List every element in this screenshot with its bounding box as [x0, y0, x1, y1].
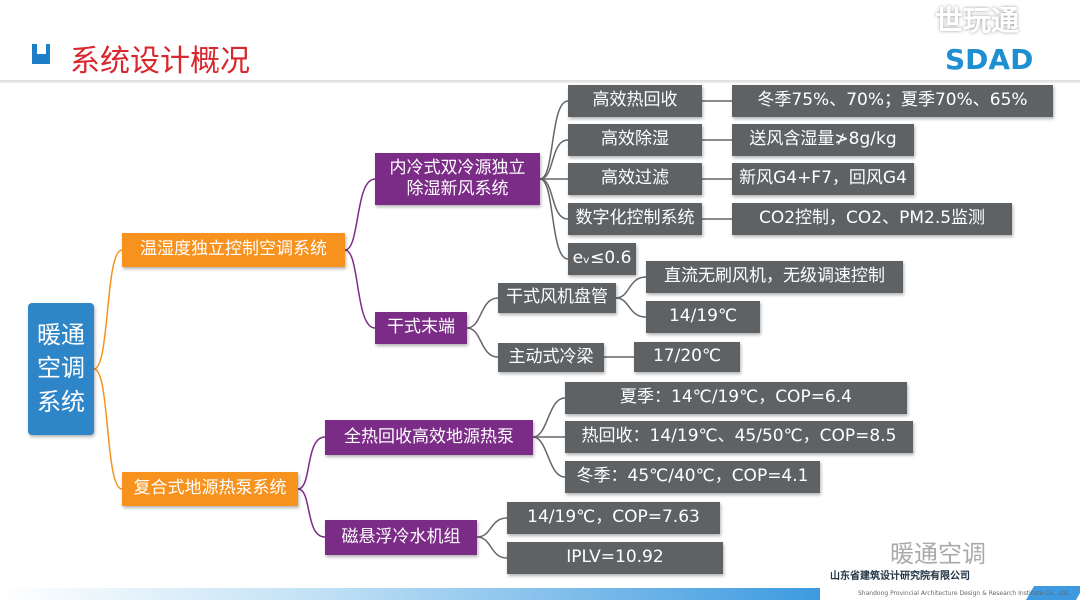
value-summer: 夏季：14℃/19℃，COP=6.4: [565, 382, 907, 414]
page-title: 系统设计概况: [70, 44, 250, 79]
value-beam-temp: 17/20℃: [634, 342, 740, 372]
value-iplv: IPLV=10.92: [507, 542, 723, 574]
node-maglev: 磁悬浮冷水机组: [325, 520, 477, 555]
node-dehumidify: 高效除湿: [568, 124, 702, 156]
value-winter: 冬季：45℃/40℃，COP=4.1: [565, 461, 820, 493]
value-maglev-cop: 14/19℃，COP=7.63: [507, 502, 720, 534]
value-fcu-temp: 14/19℃: [646, 301, 760, 333]
root-node: 暖通空调系统: [28, 303, 94, 435]
value-fcu-fan: 直流无刷风机，无级调速控制: [646, 261, 903, 293]
value-filter: 新风G4+F7，回风G4: [732, 163, 914, 195]
value-dehumidify: 送风含湿量≯8g/kg: [732, 124, 914, 156]
title-icon: [32, 44, 50, 64]
institute-name: 山东省建筑设计研究院有限公司: [830, 571, 970, 582]
node-filter: 高效过滤: [568, 163, 702, 195]
wechat-watermark: 暖通空调: [890, 540, 986, 568]
node-gshp: 复合式地源热泵系统: [122, 472, 298, 506]
node-thic: 温湿度独立控制空调系统: [122, 233, 345, 267]
node-digital-control: 数字化控制系统: [568, 203, 702, 235]
value-heat-recovery-mode: 热回收：14/19℃、45/50℃，COP=8.5: [565, 421, 913, 453]
node-ev: eᵥ≤0.6: [568, 243, 636, 275]
institute-name-en: Shandong Provincial Architecture Design …: [858, 590, 1070, 597]
node-chilled-beam: 主动式冷梁: [498, 343, 604, 372]
node-fcu: 干式风机盘管: [498, 283, 616, 313]
watermark: 世玩通: [935, 4, 1020, 37]
node-dry-end: 干式末端: [375, 312, 467, 344]
sdad-logo: SDAD: [945, 43, 1034, 76]
footer-band: [0, 588, 820, 600]
node-fresh-air: 内冷式双冷源独立除湿新风系统: [375, 153, 540, 205]
node-heat-recovery: 高效热回收: [568, 85, 702, 117]
value-digital-control: CO2控制，CO2、PM2.5监测: [732, 203, 1012, 235]
header-divider: [0, 80, 1080, 83]
node-heat-pump: 全热回收高效地源热泵: [325, 420, 533, 455]
value-heat-recovery: 冬季75%、70%；夏季70%、65%: [732, 85, 1053, 117]
